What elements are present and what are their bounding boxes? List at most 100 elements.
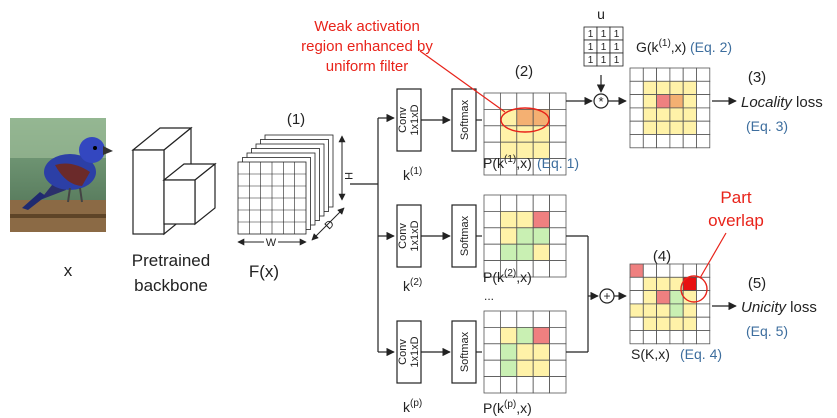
map-cell — [642, 263, 657, 278]
softmax-label-p: Softmax — [459, 331, 471, 372]
map-cell — [499, 92, 518, 110]
map-cell — [682, 94, 697, 109]
map-cell — [499, 359, 518, 378]
map-cell — [642, 120, 657, 135]
map-cell — [483, 359, 501, 378]
map-cell — [669, 303, 684, 318]
filter-value: 1 — [601, 55, 607, 66]
filter-cell — [609, 52, 624, 67]
filter-value: 1 — [588, 42, 594, 53]
backbone-label-line1: Pretrained — [132, 251, 210, 270]
map-cell — [532, 260, 551, 278]
map-cell — [549, 194, 567, 212]
p-eq-1: (Eq. 1) — [537, 155, 579, 171]
unicity-map-s — [629, 263, 711, 345]
filter-value: 1 — [614, 29, 620, 40]
map-cell — [682, 263, 697, 278]
map-cell — [532, 343, 551, 361]
map-cell — [532, 227, 551, 245]
feature-map-stack — [237, 134, 334, 235]
part-overlap-circle — [680, 275, 708, 303]
map-cell — [696, 107, 711, 122]
map-cell — [483, 210, 501, 229]
map-cell — [549, 359, 567, 378]
weak-note-pointer — [419, 50, 506, 113]
map-cell — [682, 134, 697, 149]
map-cell — [549, 243, 567, 261]
branch-2: Conv 1x1xD Softmax k(2) P(k(2),x) ... — [396, 194, 567, 303]
bird-input-image — [10, 118, 113, 232]
unicity-loss-label: Unicity loss — [741, 299, 817, 316]
map-cell — [629, 80, 644, 96]
map-cell — [516, 376, 534, 394]
convolution-symbol: * — [598, 94, 603, 109]
map-cell — [629, 330, 644, 345]
map-cell — [499, 194, 518, 212]
map-cell — [669, 67, 684, 82]
backbone-blocks — [131, 126, 217, 236]
map-cell — [629, 276, 644, 291]
probability-map-p — [483, 310, 567, 394]
s-label: S(K,x) — [631, 346, 670, 362]
step3-label: (3) — [748, 69, 766, 86]
overlap-note-line1: Part — [720, 188, 751, 207]
map-cell — [656, 276, 671, 291]
map-cell — [642, 276, 657, 291]
map-cell — [696, 330, 711, 345]
conv-title-p: Conv — [397, 339, 409, 365]
step4-label: (4) — [653, 248, 671, 265]
sum-connectors — [566, 235, 627, 353]
map-cell — [696, 316, 711, 331]
dim-w-label: W — [266, 237, 277, 249]
map-cell — [669, 134, 684, 149]
p-label-1: P(k(1),x) — [483, 154, 532, 171]
map-cell — [549, 92, 567, 110]
map-cell — [532, 359, 551, 378]
map-cell — [669, 80, 684, 96]
step2-label: (2) — [515, 63, 533, 80]
map-cell — [483, 109, 501, 127]
map-cell — [549, 125, 567, 143]
filter-value: 1 — [601, 29, 607, 40]
conv-kernel-p: 1x1xD — [409, 336, 421, 367]
map-cell — [483, 343, 501, 361]
map-cell — [656, 107, 671, 122]
dim-h-label: H — [342, 172, 354, 180]
map-cell — [516, 359, 534, 378]
map-cell — [682, 67, 697, 82]
map-cell — [642, 80, 657, 96]
step5-label: (5) — [748, 275, 766, 292]
filter-value: 1 — [601, 42, 607, 53]
step1-label: (1) — [287, 111, 305, 128]
map-cell — [629, 134, 644, 149]
feature-map-label: F(x) — [249, 262, 279, 281]
map-cell — [656, 120, 671, 135]
map-cell — [516, 227, 534, 245]
locality-eq: (Eq. 3) — [746, 118, 788, 134]
weak-activation-ellipse — [500, 107, 550, 133]
locality-loss-label: Locality loss — [741, 94, 823, 111]
map-cell — [549, 109, 567, 127]
k-label-1: k(1) — [403, 166, 422, 183]
conv-title-2: Conv — [397, 223, 409, 249]
map-cell — [483, 376, 501, 394]
softmax-label-2: Softmax — [459, 215, 471, 256]
map-cell — [532, 243, 551, 261]
map-cell — [516, 92, 534, 110]
map-cell — [656, 94, 671, 109]
map-cell — [669, 330, 684, 345]
map-cell — [682, 107, 697, 122]
weak-note-line2: region enhanced by — [301, 38, 433, 55]
map-cell — [642, 290, 657, 305]
map-cell — [669, 120, 684, 135]
map-cell — [516, 125, 534, 143]
filter-value: 1 — [614, 42, 620, 53]
map-cell — [516, 194, 534, 212]
map-cell — [629, 303, 644, 318]
map-cell — [532, 326, 551, 345]
input-x-label: x — [64, 261, 73, 280]
k-label-2: k(2) — [403, 277, 422, 294]
conv-kernel-1: 1x1xD — [409, 104, 421, 135]
